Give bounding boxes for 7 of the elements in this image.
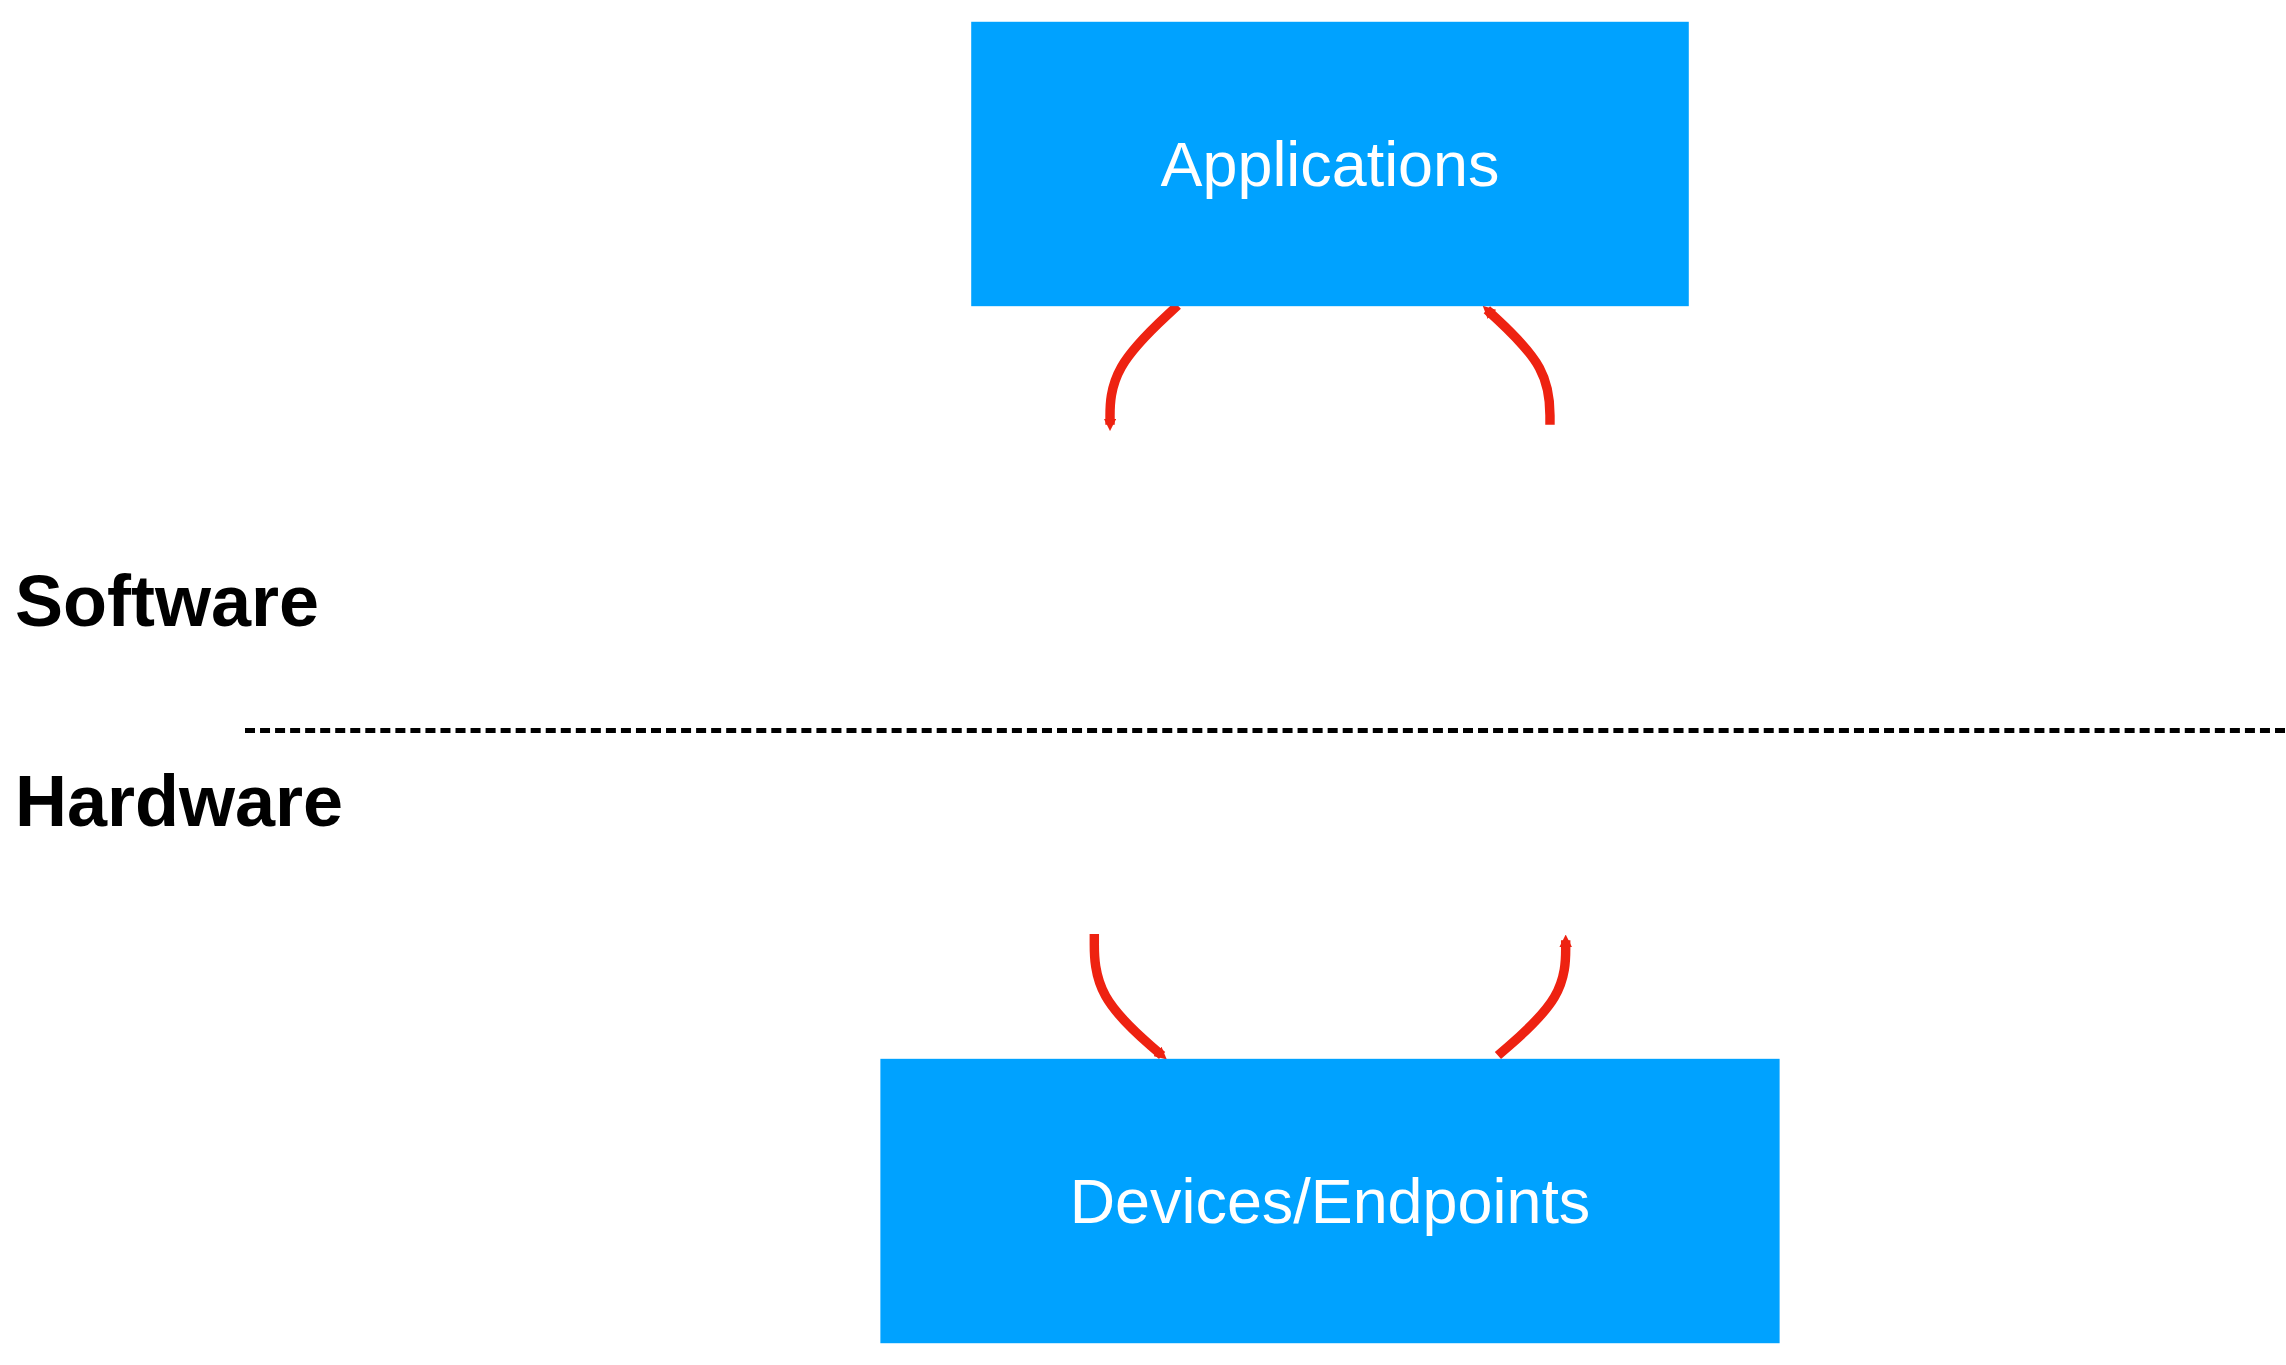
arrow	[1482, 305, 1555, 425]
node-box: Applications	[971, 21, 1689, 307]
arrow	[1494, 934, 1572, 1060]
arrow	[1089, 933, 1167, 1060]
layer-label: Hardware	[15, 760, 344, 842]
layer-label: Software	[15, 560, 320, 642]
node-box: Devices/Endpoints	[880, 1058, 1780, 1344]
